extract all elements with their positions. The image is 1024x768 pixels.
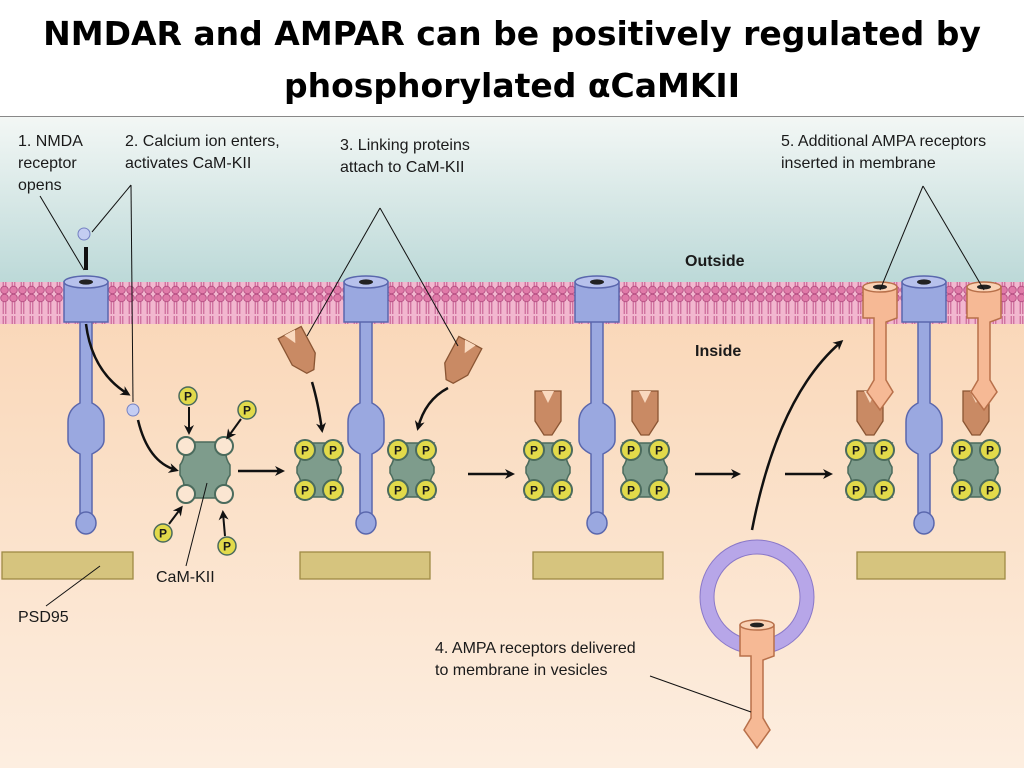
phosphate-label: P <box>627 444 635 458</box>
phosphate-label: P <box>329 484 337 498</box>
phosphate-label: P <box>329 444 337 458</box>
phosphate-label: P <box>422 444 430 458</box>
phosphate-group: P <box>153 523 173 543</box>
camkii-label: CaM-KII <box>156 569 215 586</box>
svg-text:P: P <box>184 390 192 404</box>
phosphate-label: P <box>958 484 966 498</box>
camkii-inactive <box>176 436 234 504</box>
phosphate-label: P <box>530 444 538 458</box>
phosphate-label: P <box>986 444 994 458</box>
svg-text:P: P <box>223 540 231 554</box>
phosphate-label: P <box>530 484 538 498</box>
phosphate-label: P <box>394 484 402 498</box>
psd95-label: PSD95 <box>18 609 69 626</box>
psd95-bar <box>1 551 134 580</box>
phosphate-label: P <box>422 484 430 498</box>
outside-region <box>0 117 1024 282</box>
slide-title: NMDAR and AMPAR can be positively regula… <box>0 8 1024 112</box>
phosphate-label: P <box>880 484 888 498</box>
phosphate-label: P <box>301 444 309 458</box>
phosphate-label: P <box>558 484 566 498</box>
phosphate-label: P <box>558 444 566 458</box>
phosphate-group: P <box>217 536 237 556</box>
synapse-diagram: P P P P <box>0 116 1024 768</box>
calcium-ion <box>126 403 140 417</box>
psd95-bar <box>532 551 664 580</box>
phosphate-label: P <box>958 444 966 458</box>
step-3-label: 3. Linking proteins attach to CaM-KII <box>340 137 474 176</box>
phosphate-label: P <box>880 444 888 458</box>
outside-label: Outside <box>685 253 745 270</box>
svg-text:P: P <box>159 527 167 541</box>
phosphate-label: P <box>986 484 994 498</box>
svg-text:P: P <box>243 404 251 418</box>
phosphate-label: P <box>852 484 860 498</box>
psd95-bar <box>299 551 431 580</box>
phosphate-label: P <box>394 444 402 458</box>
step-4-label: 4. AMPA receptors delivered to membrane … <box>435 640 640 679</box>
phosphate-label: P <box>655 444 663 458</box>
psd95-bar <box>856 551 1006 580</box>
phosphate-label: P <box>627 484 635 498</box>
title-line-1: NMDAR and AMPAR can be positively regula… <box>43 14 981 53</box>
title-line-2: phosphorylated αCaMKII <box>284 66 740 105</box>
inside-label: Inside <box>695 343 741 360</box>
step-1-label: 1. NMDA receptor opens <box>18 133 86 194</box>
inside-region <box>0 282 1024 768</box>
calcium-ion <box>77 227 91 241</box>
phosphate-label: P <box>301 484 309 498</box>
step-5-label: 5. Additional AMPA receptors inserted in… <box>781 133 991 172</box>
phosphate-group: P <box>237 400 257 420</box>
phosphate-group: P <box>178 386 198 406</box>
step-2-label: 2. Calcium ion enters, activates CaM-KII <box>125 133 284 172</box>
phosphate-label: P <box>852 444 860 458</box>
phosphate-label: P <box>655 484 663 498</box>
